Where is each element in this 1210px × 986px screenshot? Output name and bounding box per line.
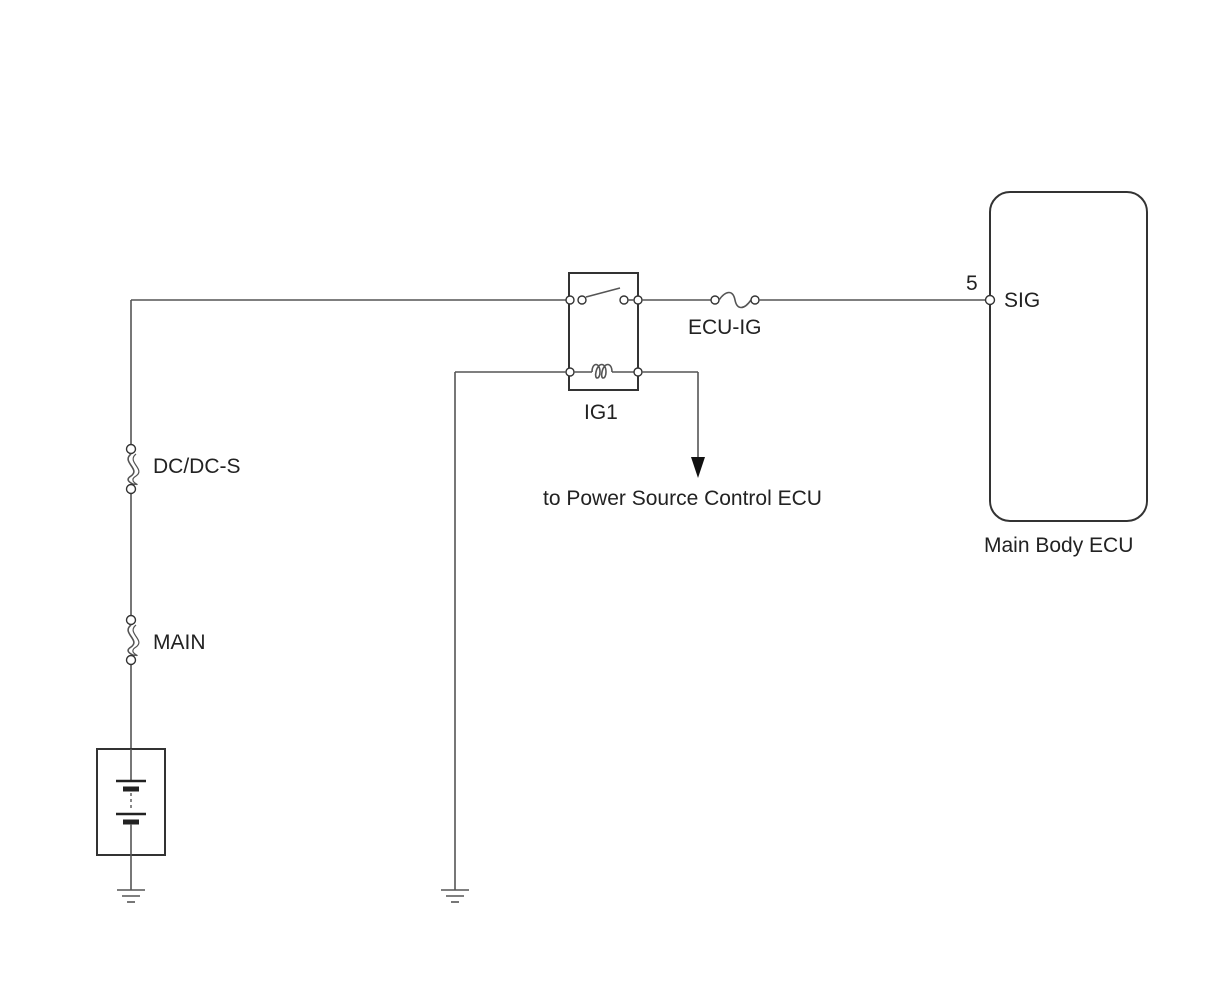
main-fuse (125, 614, 140, 666)
battery-symbol (96, 748, 166, 856)
coil-ground-symbol (441, 889, 469, 903)
arrow-down-icon (691, 457, 705, 478)
ecu-ig-fuse-label: ECU-IG (688, 316, 762, 339)
main-body-ecu-label: Main Body ECU (984, 534, 1133, 557)
sig-terminal (984, 294, 996, 306)
ig1-relay-label: IG1 (584, 401, 618, 424)
dcdc-s-fuse-label: DC/DC-S (153, 455, 241, 478)
main-fuse-label: MAIN (153, 631, 206, 654)
ecu-ig-fuse (718, 291, 752, 309)
coil-ground-wire (454, 371, 566, 890)
ecu-ig-wire (642, 291, 985, 309)
battery-ground-symbol (117, 855, 145, 903)
main-body-ecu (984, 191, 1148, 522)
dcdc-s-fuse (125, 443, 140, 495)
ecu-pin-number: 5 (966, 272, 978, 295)
ig1-relay (565, 272, 643, 391)
power-source-control-wire (642, 371, 705, 478)
ecu-pin-name: SIG (1004, 289, 1040, 312)
destination-label: to Power Source Control ECU (543, 487, 822, 510)
supply-wire (130, 299, 570, 749)
